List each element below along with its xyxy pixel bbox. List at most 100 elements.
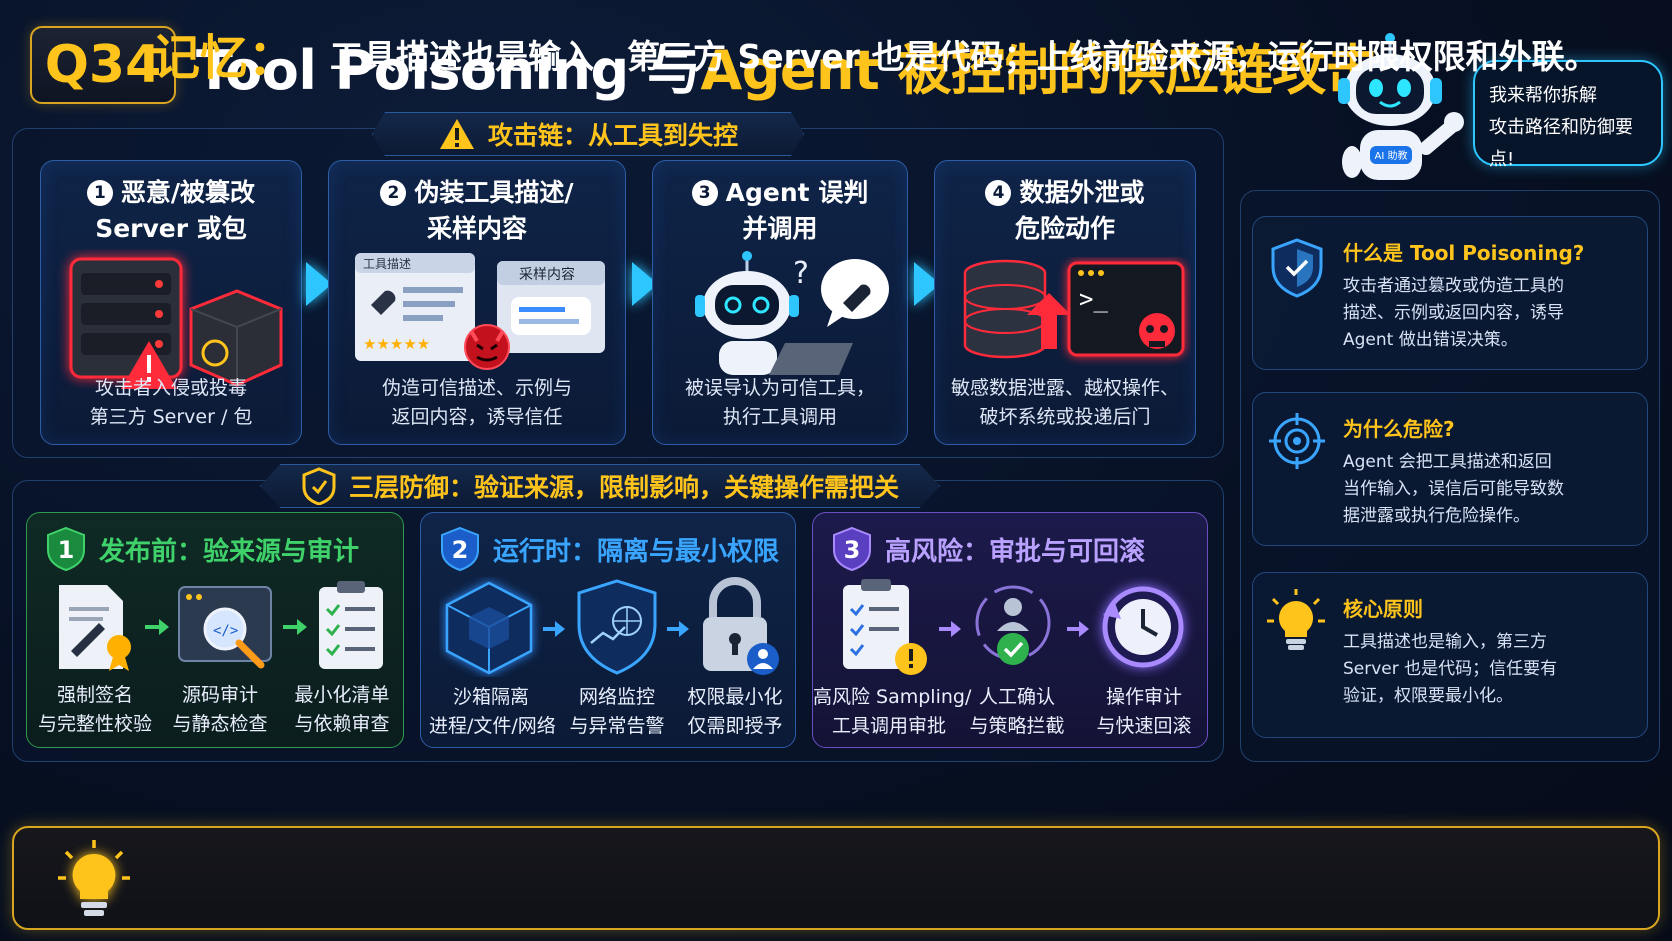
defense-item-line-1: 沙箱隔离 xyxy=(452,686,529,708)
compromised-server-icon xyxy=(69,257,283,389)
defense-item: 强制签名与完整性校验 xyxy=(33,681,157,739)
shield-number-icon: 3 xyxy=(833,526,871,572)
step-desc-line-1: 伪造可信描述、示例与 xyxy=(381,377,572,399)
step-description: 敏感数据泄露、越权操作、 破坏系统或投递后门 xyxy=(935,374,1195,432)
fake-tool-card-b-label: 采样内容 xyxy=(519,266,575,283)
prepublish-icons: </> xyxy=(59,581,383,671)
sandbox-cube-icon xyxy=(445,581,533,675)
step-title-line-2: Server 或包 xyxy=(95,214,247,243)
defense-item-line-1: 权限最小化 xyxy=(687,686,783,708)
defense-layer-3: 3 高风险：审批与可回滚 高风险 Sampling/工具 xyxy=(812,512,1208,748)
step-number: 4 xyxy=(985,180,1012,206)
defense-item-line-1: 网络监控 xyxy=(578,686,655,708)
info-card-body: 工具描述也是输入，第三方 Server 也是代码；信任要有验证，权限要最小化。 xyxy=(1343,632,1558,706)
info-card-body: 攻击者通过篡改或伪造工具的描述、示例或返回内容，诱导 Agent 做出错误决策。 xyxy=(1343,276,1564,350)
bubble-line-1: 我来帮你拆解 xyxy=(1489,85,1597,106)
step-description: 被误导认为可信工具， 执行工具调用 xyxy=(653,374,907,432)
code-audit-icon: </> xyxy=(178,586,272,669)
fake-tool-card-a-label: 工具描述 xyxy=(363,257,411,271)
defense-item-line-1: 最小化清单 xyxy=(294,684,390,706)
defense-item: 高风险 Sampling/工具调用审批 xyxy=(813,683,972,741)
step-title-line-2: 危险动作 xyxy=(1014,214,1115,243)
high-risk-icons xyxy=(843,579,1184,675)
approval-clipboard-icon xyxy=(843,579,927,675)
defense-item-line-2: 与快速回滚 xyxy=(1096,715,1192,737)
defense-heading: 三层防御：验证来源，限制影响，关键操作需把关 xyxy=(260,464,940,508)
step-description: 攻击者入侵或投毒 第三方 Server / 包 xyxy=(41,374,301,432)
step-title-line-1: Agent 误判 xyxy=(725,178,869,207)
info-card-body: Agent 会把工具描述和返回当作输入，误信后可能导致数据泄露或执行危险操作。 xyxy=(1343,452,1564,526)
memory-label: 记忆： xyxy=(152,30,297,86)
info-card-title: 为什么危险? xyxy=(1343,417,1455,441)
step-title-line-1: 伪装工具描述/ xyxy=(414,178,574,207)
svg-text:★★★★★: ★★★★★ xyxy=(363,335,430,353)
step-desc-line-1: 被误导认为可信工具， xyxy=(684,377,875,399)
attack-step-4: 4 数据外泄或 危险动作 >_ 敏感数据泄露、越权操作、 破坏系统或投递后门 xyxy=(934,160,1196,445)
rollback-clock-icon xyxy=(1102,586,1184,668)
runtime-icons xyxy=(445,577,779,675)
defense-layer-title-text: 发布前：验来源与审计 xyxy=(99,536,360,567)
defense-item-line-1: 人工确认 xyxy=(978,686,1055,708)
defense-layer-title: 1 发布前：验来源与审计 xyxy=(45,525,359,573)
lightbulb-icon xyxy=(1267,589,1325,650)
title-part-yellow: Agent 被控制的供应链攻击 xyxy=(700,38,1380,102)
defense-layer-title: 3 高风险：审批与可回滚 xyxy=(831,525,1145,573)
lightbulb-icon xyxy=(58,840,130,916)
svg-text:</>: </> xyxy=(213,623,238,639)
shield-icon xyxy=(302,467,336,505)
assistant-speech-bubble: 我来帮你拆解 攻击路径和防御要点! xyxy=(1473,60,1663,170)
step-title: 4 数据外泄或 危险动作 xyxy=(935,175,1195,247)
info-card-title: 核心原则 xyxy=(1343,597,1423,621)
question-badge: Q34 xyxy=(30,26,176,104)
defense-heading-text: 三层防御：验证来源，限制影响，关键操作需把关 xyxy=(348,473,899,502)
defense-item: 权限最小化仅需即授予 xyxy=(679,683,791,741)
defense-item: 沙箱隔离进程/文件/网络 xyxy=(429,683,556,741)
svg-text:?: ? xyxy=(793,256,809,291)
chain-arrow-icon xyxy=(306,262,332,306)
memory-bar xyxy=(12,826,1660,930)
shield-icon xyxy=(1271,238,1323,298)
step-title-line-1: 恶意/被篡改 xyxy=(120,178,256,207)
defense-layer-2-number: 2 xyxy=(452,536,469,564)
shield-number-icon: 1 xyxy=(47,526,85,572)
step-desc-line-2: 破坏系统或投递后门 xyxy=(979,406,1151,428)
agent-robot-laptop-icon: ? xyxy=(695,251,889,375)
robot-assistant-icon: AI 助教 xyxy=(1338,33,1464,180)
defense-item: 最小化清单与依赖审查 xyxy=(283,681,401,739)
step-number: 3 xyxy=(691,180,718,206)
step-desc-line-1: 攻击者入侵或投毒 xyxy=(94,377,247,399)
robot-badge-text: AI 助教 xyxy=(1375,149,1408,162)
defense-item-line-1: 高风险 Sampling/ xyxy=(813,686,972,708)
defense-item-line-1: 源码审计 xyxy=(181,684,258,706)
checklist-icon xyxy=(319,581,383,669)
info-card-what: 什么是 Tool Poisoning? 攻击者通过篡改或伪造工具的描述、示例或返… xyxy=(1252,216,1648,370)
defense-layer-title: 2 运行时：隔离与最小权限 xyxy=(439,525,779,573)
defense-item: 源码审计与静态检查 xyxy=(161,681,279,739)
defense-item: 操作审计与快速回滚 xyxy=(1085,683,1203,741)
data-leak-terminal-icon: >_ xyxy=(963,259,1185,359)
network-monitor-shield-icon xyxy=(577,579,657,675)
defense-item-line-1: 强制签名 xyxy=(56,684,133,706)
step-desc-line-2: 返回内容，诱导信任 xyxy=(391,406,563,428)
human-confirm-icon xyxy=(975,585,1051,665)
info-card-why: 为什么危险? Agent 会把工具描述和返回当作输入，误信后可能导致数据泄露或执… xyxy=(1252,392,1648,546)
step-title-line-1: 数据外泄或 xyxy=(1019,178,1145,207)
shield-number-icon: 2 xyxy=(441,526,479,572)
svg-text:>_: >_ xyxy=(1079,285,1108,313)
padlock-user-icon xyxy=(703,577,779,675)
defense-item-line-2: 仅需即授予 xyxy=(687,715,783,737)
defense-layer-1: 1 发布前：验来源与审计 </> 强制签名与完整性校验 源码审计与静 xyxy=(26,512,404,748)
step-desc-line-2: 执行工具调用 xyxy=(722,406,837,428)
defense-item-line-1: 操作审计 xyxy=(1105,686,1182,708)
fake-tool-description-icon: 工具描述 ★★★★★ 采样内容 xyxy=(355,253,605,370)
target-icon xyxy=(1269,413,1325,469)
defense-item-line-2: 进程/文件/网络 xyxy=(429,715,556,737)
defense-layer-title-text: 高风险：审批与可回滚 xyxy=(885,536,1146,567)
bubble-line-2: 攻击路径和防御要点! xyxy=(1489,117,1633,170)
defense-item-line-2: 工具调用审批 xyxy=(831,715,946,737)
